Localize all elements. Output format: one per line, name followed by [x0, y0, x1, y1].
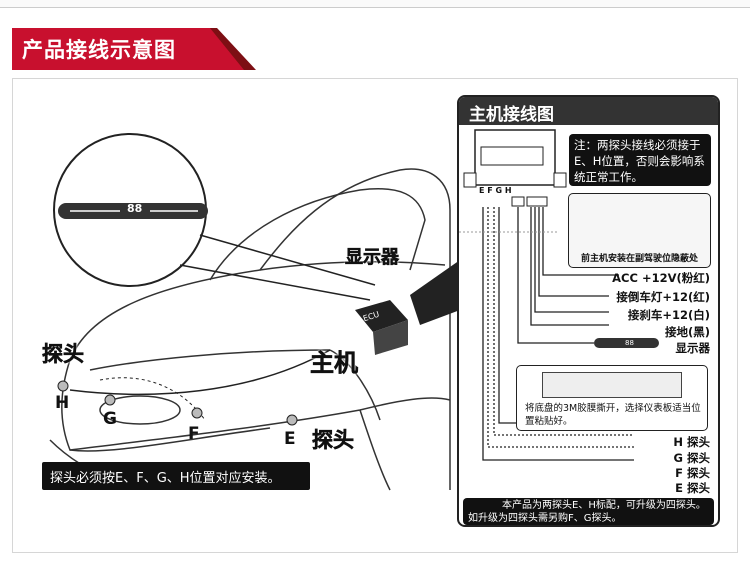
wiring-display-label: 显示器	[675, 341, 711, 355]
wire-reverse-light: 接倒车灯+12(红)	[616, 290, 710, 304]
position-g: G	[103, 409, 117, 429]
wiring-lines	[459, 129, 659, 461]
display-label: 显示器	[345, 247, 400, 269]
wiring-display-readout: 88	[625, 339, 634, 347]
probe-f: F 探头	[675, 466, 710, 480]
tape-caption: 将底盘的3M胶膜撕开，选择仪表板适当位置粘贴好。	[525, 403, 701, 427]
position-h: H	[55, 393, 70, 413]
wiring-warning: 注：两探头接线必须接于E、H位置，否则会影响系统正常工作。	[569, 134, 711, 186]
host-label: 主机	[310, 349, 359, 378]
position-e: E	[284, 429, 296, 449]
port-letters: E F G H	[479, 186, 512, 195]
callout-display-readout: 88	[127, 202, 143, 215]
wiring-diagram: 主机接线图 E F G H 注：两探头接线必须接于E、H位置，否则会影响系统正常…	[457, 95, 720, 527]
section-title: 产品接线示意图	[22, 38, 176, 62]
probe-g: G 探头	[673, 451, 710, 465]
wire-ground: 接地(黑)	[664, 325, 710, 339]
banner-shape	[12, 28, 256, 70]
install-location-image: 前主机安装在副驾驶位隐蔽处	[568, 193, 711, 268]
probe-label-left: 探头	[42, 342, 85, 367]
section-banner: 产品接线示意图	[12, 28, 256, 70]
wire-brake: 接刹车+12(白)	[627, 308, 710, 322]
display-base-image	[542, 372, 682, 398]
top-divider	[0, 0, 750, 8]
tape-instruction: 将底盘的3M胶膜撕开，选择仪表板适当位置粘贴好。	[516, 365, 708, 431]
install-caption: 前主机安装在副驾驶位隐蔽处	[580, 254, 698, 264]
probe-h: H 探头	[673, 435, 710, 449]
wire-acc: ACC +12V(粉红)	[612, 271, 710, 285]
position-f: F	[188, 424, 200, 444]
probe-label-right: 探头	[312, 428, 355, 453]
wiring-title: 主机接线图	[459, 97, 718, 125]
car-illustration	[49, 133, 460, 491]
upgrade-note: 本产品为两探头E、H标配，可升级为四探头。如升级为四探头需另购F、G探头。	[463, 498, 714, 525]
probe-e: E 探头	[675, 481, 710, 495]
install-note: 探头必须按E、F、G、H位置对应安装。	[42, 462, 310, 490]
